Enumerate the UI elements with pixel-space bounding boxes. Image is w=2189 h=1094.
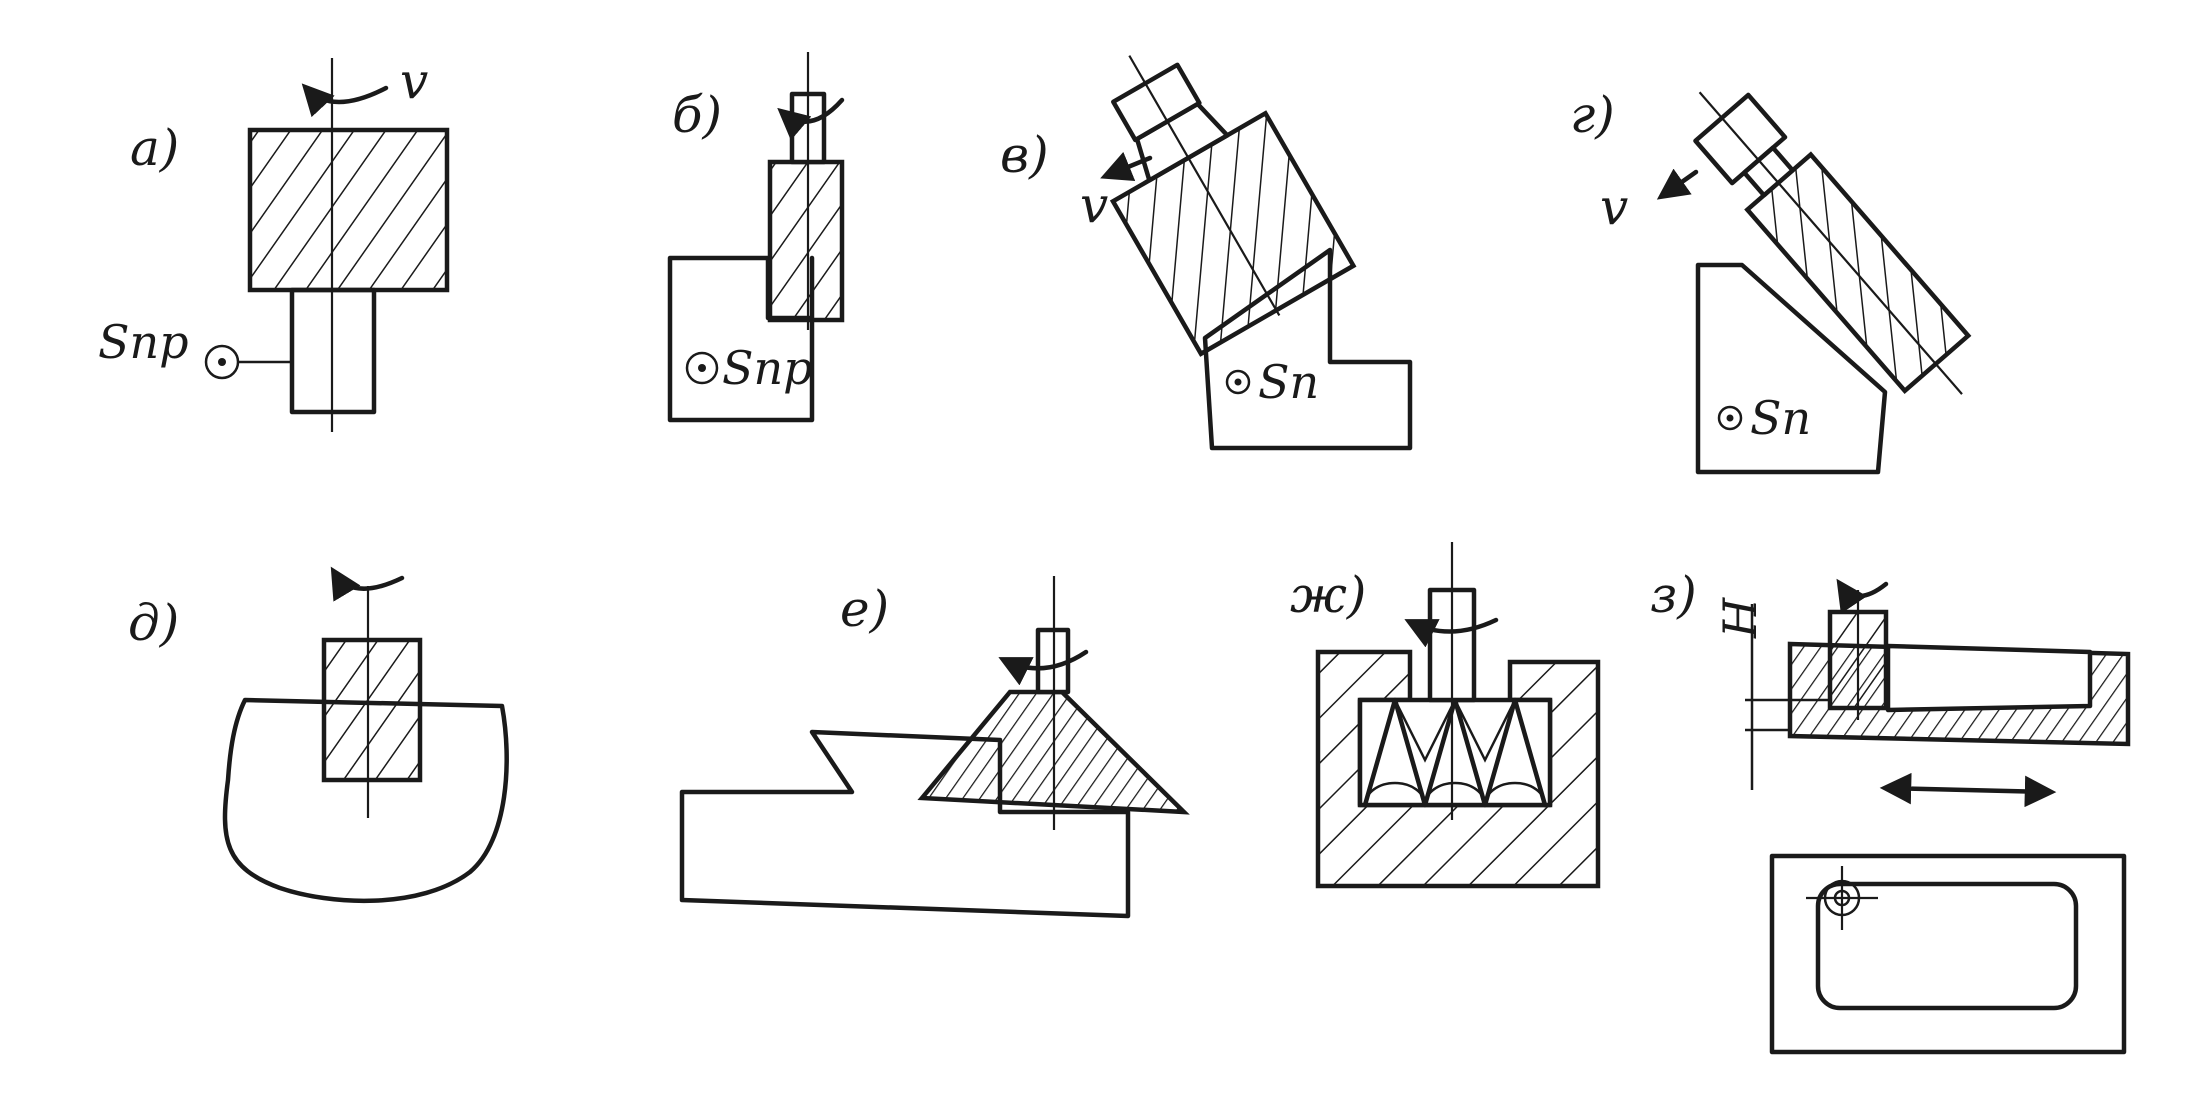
scheme-v: в) v Sп [1000,55,1413,451]
feed-label-v: Sп [1258,355,1319,409]
speed-label-v: v [1080,176,1108,234]
rotation-arrow-zh [1404,617,1499,648]
cutter-a [247,127,450,293]
rotation-arrow-b [777,97,845,141]
scheme-b: б) Sпр [667,52,845,423]
label-b: б) [672,86,722,144]
scheme-d: д) [128,566,509,904]
label-d: д) [128,594,179,652]
scheme-z: з) H [1650,566,2131,1055]
label-a: а) [130,119,179,177]
feed-label-a: Sпр [98,315,189,369]
scheme-g: г) v Sп [1570,86,1972,475]
label-e: е) [840,580,889,638]
speed-label-a: v [400,52,428,110]
rotation-arrow-d [330,566,405,602]
feed-arrow-z [1879,772,2057,808]
cutter-b [767,159,845,323]
rotation-arrow-a [301,83,389,118]
label-g: г) [1570,86,1615,144]
label-zh: ж) [1290,566,1366,624]
workpiece-d [222,697,509,904]
feed-label-g: Sп [1750,391,1811,445]
workpiece-e [679,729,1131,919]
speed-label-g: v [1600,178,1628,236]
scheme-e: е) [679,576,1190,919]
depth-label-h: H [1713,597,1767,639]
scheme-zh: ж) [1290,542,1601,889]
rotation-arrow-z [1836,578,1889,614]
feed-label-b: Sпр [722,341,813,395]
scheme-a: а) v Sпр [98,52,450,432]
rotation-arrow-e [998,649,1089,686]
cutter-d [321,637,423,783]
label-z: з) [1650,566,1697,624]
label-v: в) [1000,126,1049,184]
workpiece-g [1695,262,1888,475]
